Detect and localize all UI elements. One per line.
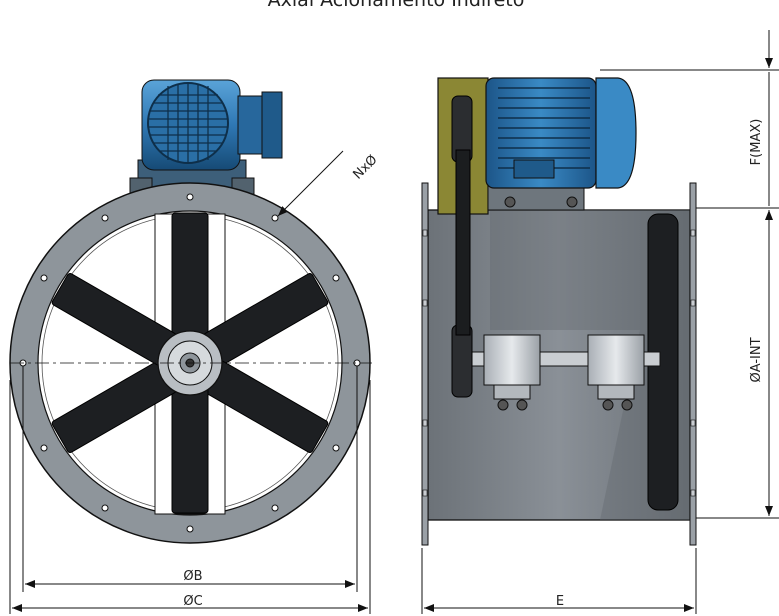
dim-b-label: ØB xyxy=(183,569,202,584)
front-dimensions xyxy=(9,366,371,614)
impeller-blades xyxy=(51,212,329,514)
holes-label: NxØ xyxy=(350,152,380,182)
drawing-title: Axial Acionamento Indireto xyxy=(268,0,525,11)
flange-left xyxy=(421,182,429,546)
dim-e-label: E xyxy=(556,594,564,609)
fan-pulley xyxy=(451,324,473,398)
holes-leader xyxy=(277,150,344,217)
flange-right xyxy=(689,182,697,546)
motor-fan-hood xyxy=(595,77,637,189)
dim-a-label: ØA-INT xyxy=(749,337,764,382)
dim-f-label: F(MAX) xyxy=(749,119,764,166)
dim-c-label: ØC xyxy=(183,594,202,609)
bearing-left xyxy=(483,334,541,411)
flange-holes xyxy=(19,193,361,533)
side-dimensions xyxy=(421,30,779,614)
bearing-right xyxy=(587,334,645,411)
side-view xyxy=(421,77,697,546)
belt xyxy=(455,149,471,336)
front-view: NxØ xyxy=(9,79,381,544)
